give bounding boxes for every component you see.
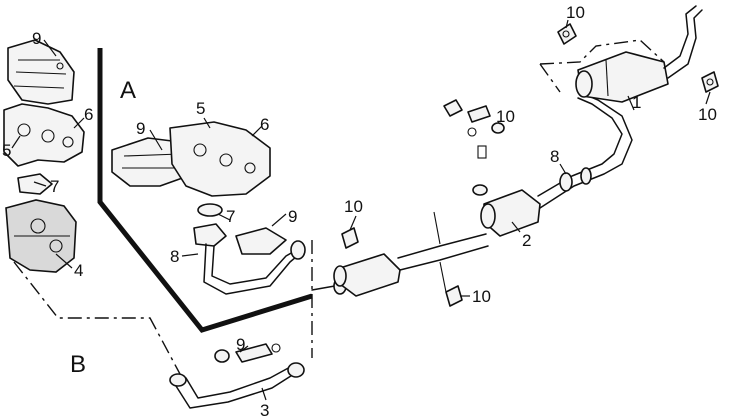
assembly-connector-line [13, 261, 181, 375]
catalytic-converter-left [5, 199, 77, 273]
callout-9-bottom: 9 [236, 335, 245, 354]
hanger-ring-icon [472, 184, 488, 196]
manifold-gasket-a [197, 203, 223, 217]
flex-joint-b [214, 343, 281, 363]
callout-8-right: 8 [550, 147, 559, 166]
muffler-outline-dashed [539, 39, 665, 93]
flange-gasket [559, 167, 592, 192]
callout-10-right: 10 [698, 105, 717, 124]
section-label-a: A [120, 77, 136, 104]
callout-4: 4 [74, 261, 83, 280]
callout-9-mid: 9 [288, 207, 297, 226]
exhaust-manifold-left [3, 103, 85, 167]
rear-pipe [537, 93, 633, 209]
callout-6-top: 6 [260, 115, 269, 134]
stud-icon [56, 62, 64, 70]
callout-1: 1 [632, 93, 641, 112]
rubber-hanger-icon [341, 227, 359, 249]
manifold-gasket-left [17, 173, 53, 195]
rubber-hanger-icon [557, 23, 577, 45]
front-pipe-b [169, 362, 305, 409]
callout-10-mid: 10 [344, 197, 363, 216]
intermediate-pipe [397, 211, 489, 293]
front-pipe-a [193, 223, 306, 295]
rear-muffler [575, 51, 669, 103]
hanger-bracket-icon [443, 99, 505, 159]
exhaust-manifold-a [169, 121, 271, 197]
rubber-hanger-icon [445, 285, 463, 307]
callout-3: 3 [260, 401, 269, 418]
section-label-b: B [70, 351, 86, 378]
callout-8-mid: 8 [170, 247, 179, 266]
tailpipe [663, 5, 703, 79]
center-muffler [480, 189, 541, 237]
callout-6-left: 6 [84, 105, 93, 124]
callout-7-mid: 7 [226, 207, 235, 226]
callout-7-left: 7 [50, 177, 59, 196]
rubber-hanger-icon [701, 71, 719, 93]
callout-10-lower: 10 [472, 287, 491, 306]
front-resonator [333, 253, 401, 297]
callout-5-top: 5 [196, 99, 205, 118]
leader-lines [11, 19, 711, 401]
callout-5-left: 5 [2, 141, 11, 160]
callout-10-hanger: 10 [496, 107, 515, 126]
callout-9-left: 9 [32, 29, 41, 48]
heat-shield-left [7, 39, 75, 105]
callout-2: 2 [522, 231, 531, 250]
section-divider [97, 48, 313, 333]
callout-9-top: 9 [136, 119, 145, 138]
callout-10-top: 10 [566, 3, 585, 22]
